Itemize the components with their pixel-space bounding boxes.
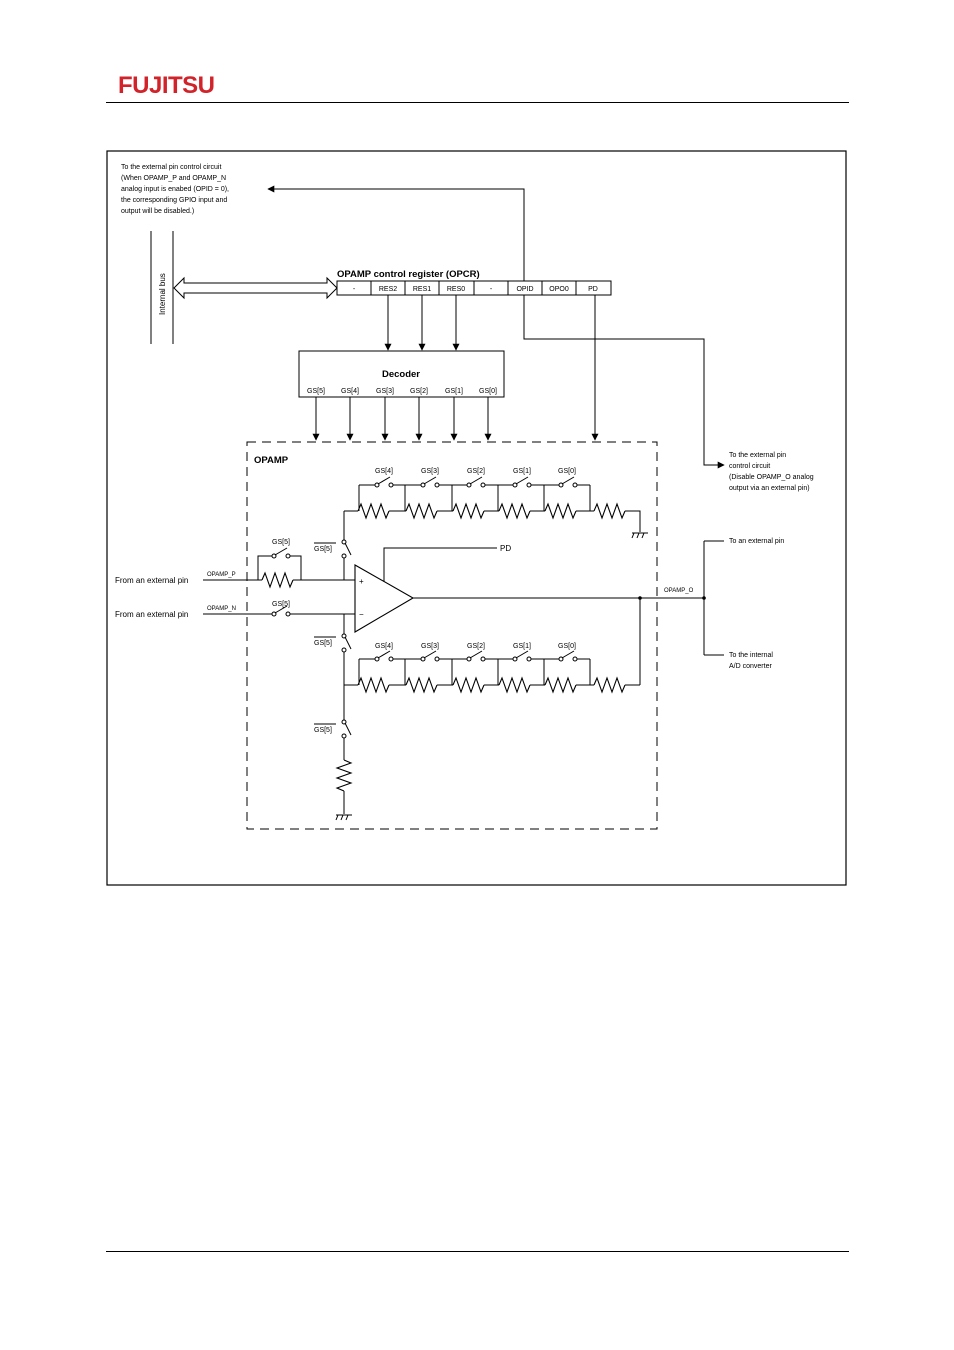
to-ext-pin-label: To an external pin <box>729 538 784 545</box>
ext-pin-note-line-2: (When OPAMP_P and OPAMP_N <box>121 175 226 182</box>
opamp-title: OPAMP <box>254 455 289 466</box>
gs5bar-switch-bottom: GS[5] <box>314 685 353 821</box>
bit-res0: RES0 <box>447 286 465 293</box>
top-gs0-label: GS[0] <box>558 468 576 475</box>
opamp-p-input: From an external pin OPAMP_P GS[5] <box>115 539 355 589</box>
bottom-gs2-label: GS[2] <box>467 643 485 650</box>
internal-bus: Internal bus <box>150 231 338 344</box>
plus-sign: + <box>359 577 364 586</box>
bus-arrow <box>173 276 338 300</box>
internal-bus-label: Internal bus <box>158 273 167 315</box>
decoder-out-gs5: GS[5] <box>307 388 325 395</box>
ext-disable-line-1: To the external pin <box>729 452 786 459</box>
opamp-symbol: + − PD <box>354 544 511 633</box>
decoder-out-gs0: GS[0] <box>479 388 497 395</box>
gs5bar-switch-top: GS[5] <box>314 511 352 580</box>
decoder-title: Decoder <box>382 369 420 380</box>
top-gs1-label: GS[1] <box>513 468 531 475</box>
opcr-register: OPAMP control register (OPCR) - RES2 RES… <box>336 269 612 296</box>
top-switch-gs4: GS[4] <box>374 468 405 488</box>
top-switch-gs0: GS[0] <box>544 468 590 488</box>
gs5bar-bottom-label: GS[5] <box>314 727 332 734</box>
gs5-p-label: GS[5] <box>272 539 290 546</box>
top-gs3-label: GS[3] <box>421 468 439 475</box>
bit-opo0: OPO0 <box>549 286 569 293</box>
decoder-out-gs4: GS[4] <box>341 388 359 395</box>
pd-label: PD <box>500 544 511 553</box>
ext-pin-note-line-3: analog input is enabed (OPID = 0), <box>121 186 229 193</box>
register-title: OPAMP control register (OPCR) <box>337 269 480 280</box>
bit-opid: OPID <box>516 286 533 293</box>
bit-3: - <box>490 286 493 293</box>
figure-frame <box>106 150 847 886</box>
bottom-switch-gs2: GS[2] <box>452 643 498 662</box>
gs5bar-mid-label: GS[5] <box>314 640 332 647</box>
decoder-out-gs1: GS[1] <box>445 388 463 395</box>
bit-res2: RES2 <box>379 286 397 293</box>
bottom-switch-gs0: GS[0] <box>544 643 590 662</box>
fujitsu-logo: FUJITSU <box>118 72 215 99</box>
decoder-out-gs3: GS[3] <box>376 388 394 395</box>
from-ext-pin-p: From an external pin <box>115 576 188 585</box>
opamp-n-input: From an external pin OPAMP_N GS[5] <box>115 601 355 619</box>
opamp-region <box>246 441 658 830</box>
ext-pin-disable-note: To the external pin control circuit (Dis… <box>729 452 814 492</box>
bottom-gs3-label: GS[3] <box>421 643 439 650</box>
ext-disable-line-2: control circuit <box>729 463 770 470</box>
top-switch-gs2: GS[2] <box>452 468 498 488</box>
opamp-o-label: OPAMP_O <box>664 588 694 594</box>
bottom-gs0-label: GS[0] <box>558 643 576 650</box>
top-switch-gs1: GS[1] <box>498 468 544 488</box>
bottom-switch-gs4: GS[4] <box>374 643 405 662</box>
bottom-gs4-label: GS[4] <box>375 643 393 650</box>
bottom-switch-gs3: GS[3] <box>405 643 452 662</box>
gs5bar-switch-mid: GS[5] <box>314 614 352 685</box>
gs5-n-label: GS[5] <box>272 601 290 608</box>
to-adc-line-1: To the internal <box>729 652 773 659</box>
top-gs4-label: GS[4] <box>375 468 393 475</box>
opamp-p-label: OPAMP_P <box>207 572 236 578</box>
bottom-switch-gs1: GS[1] <box>498 643 544 662</box>
bit-res1: RES1 <box>413 286 431 293</box>
footer-rule <box>106 1251 849 1252</box>
ext-pin-note: To the external pin control circuit (Whe… <box>121 164 229 215</box>
top-switch-gs3: GS[3] <box>405 468 452 488</box>
gs5bar-top-label: GS[5] <box>314 546 332 553</box>
top-resistor-ladder: GS[4] GS[3] GS[2] GS[1] <box>344 468 648 539</box>
minus-sign: − <box>359 610 364 619</box>
bit-pd: PD <box>588 286 598 293</box>
ext-pin-note-line-1: To the external pin control circuit <box>121 164 221 171</box>
decoder-block: Decoder GS[5] GS[4] GS[3] GS[2] GS[1] GS… <box>298 350 505 398</box>
bit-7: - <box>353 286 356 293</box>
header-rule <box>106 102 849 103</box>
top-gs2-label: GS[2] <box>467 468 485 475</box>
opamp-n-label: OPAMP_N <box>207 606 236 612</box>
ext-disable-line-3: (Disable OPAMP_O analog <box>729 474 814 481</box>
decoder-out-gs2: GS[2] <box>410 388 428 395</box>
ext-pin-note-line-5: output will be disabled.) <box>121 208 194 215</box>
to-adc-line-2: A/D converter <box>729 663 772 670</box>
ext-pin-note-line-4: the corresponding GPIO input and <box>121 197 227 204</box>
ext-disable-line-4: output via an external pin) <box>729 485 810 492</box>
bottom-gs1-label: GS[1] <box>513 643 531 650</box>
bottom-resistor-ladder: GS[4] GS[3] GS[2] GS[1] <box>344 643 640 694</box>
from-ext-pin-n: From an external pin <box>115 610 188 619</box>
